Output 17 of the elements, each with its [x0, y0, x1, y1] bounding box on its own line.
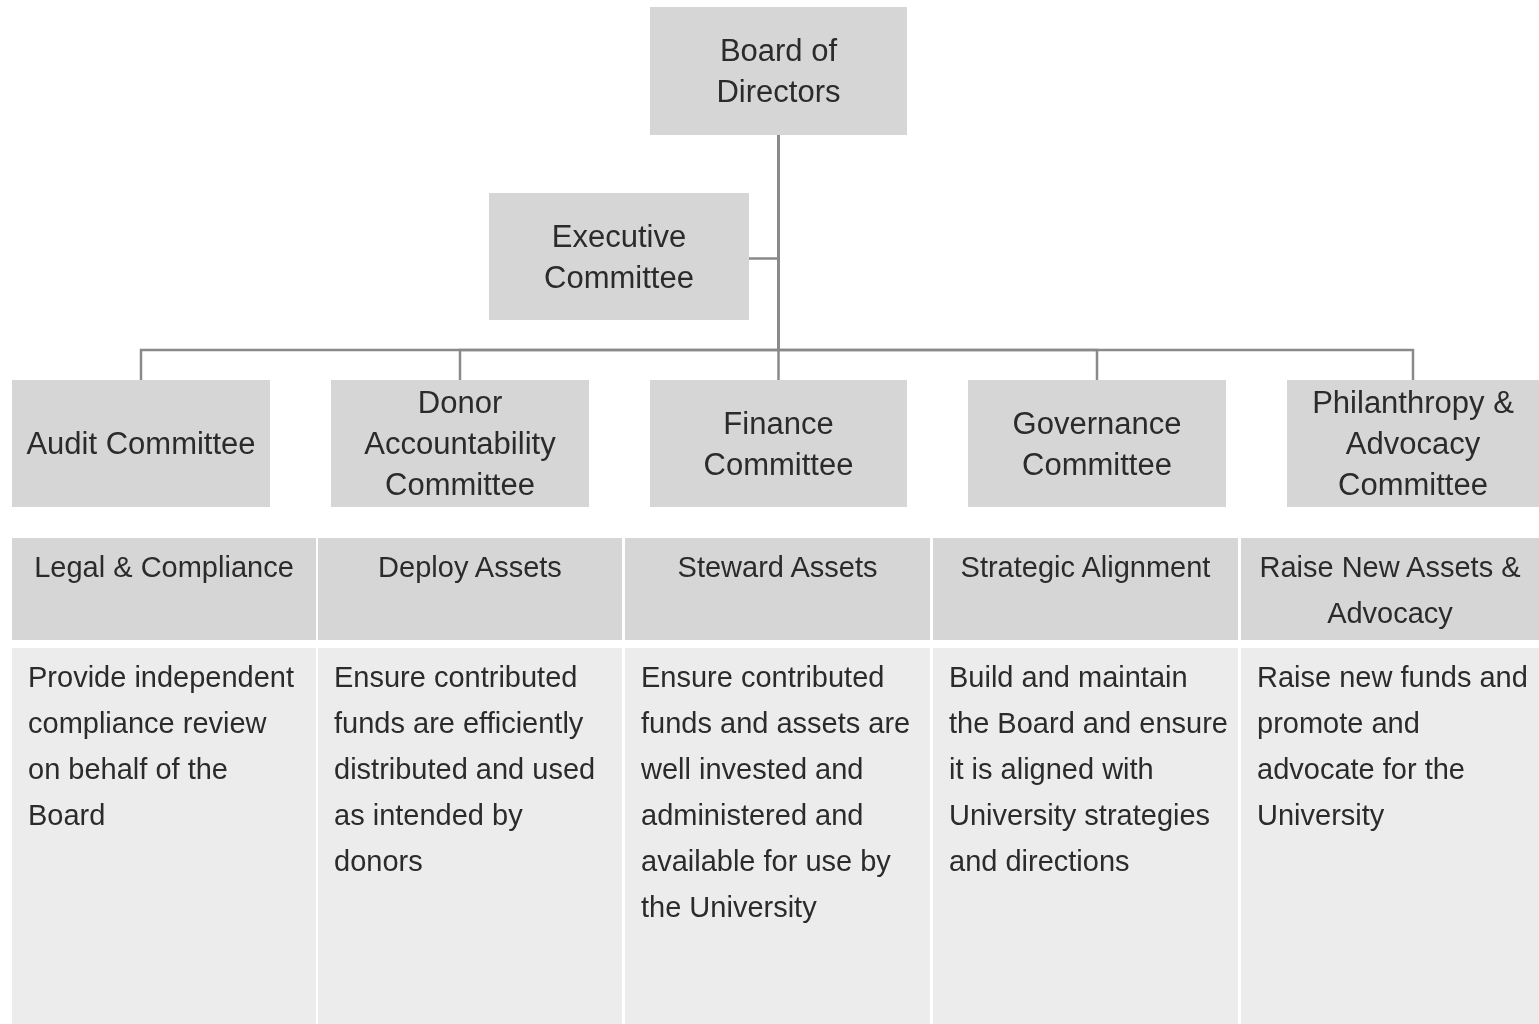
table-cell: Ensure contributed funds are efficiently distributed and used as intended by donors: [318, 648, 622, 1024]
table-header-cell: Steward Assets: [625, 538, 930, 640]
table-header-cell: Deploy Assets: [318, 538, 622, 640]
committee-box: Audit Committee: [12, 380, 270, 507]
table-cell: Provide independent compliance review on behalf of the Board: [12, 648, 316, 1024]
table-cell: Build and maintain the Board and ensure it is aligned with University strategies and directions: [933, 648, 1238, 1024]
table-cell: Raise new funds and promote and advocate for the University: [1241, 648, 1539, 1024]
committee-box: Executive Committee: [489, 193, 749, 320]
board-box: Board of Directors: [650, 7, 907, 135]
committee-box: Governance Committee: [968, 380, 1226, 507]
table-cell: Ensure contributed funds and assets are well invested and administered and available for use by the University: [625, 648, 930, 1024]
table-header-cell: Legal & Compliance: [12, 538, 316, 640]
table-header-cell: Strategic Alignment: [933, 538, 1238, 640]
committee-box: Philanthropy & Advocacy Committee: [1287, 380, 1539, 507]
table-header-cell: Raise New Assets & Advocacy: [1241, 538, 1539, 640]
committee-box: Finance Committee: [650, 380, 907, 507]
committee-box: Donor Accountability Committee: [331, 380, 589, 507]
